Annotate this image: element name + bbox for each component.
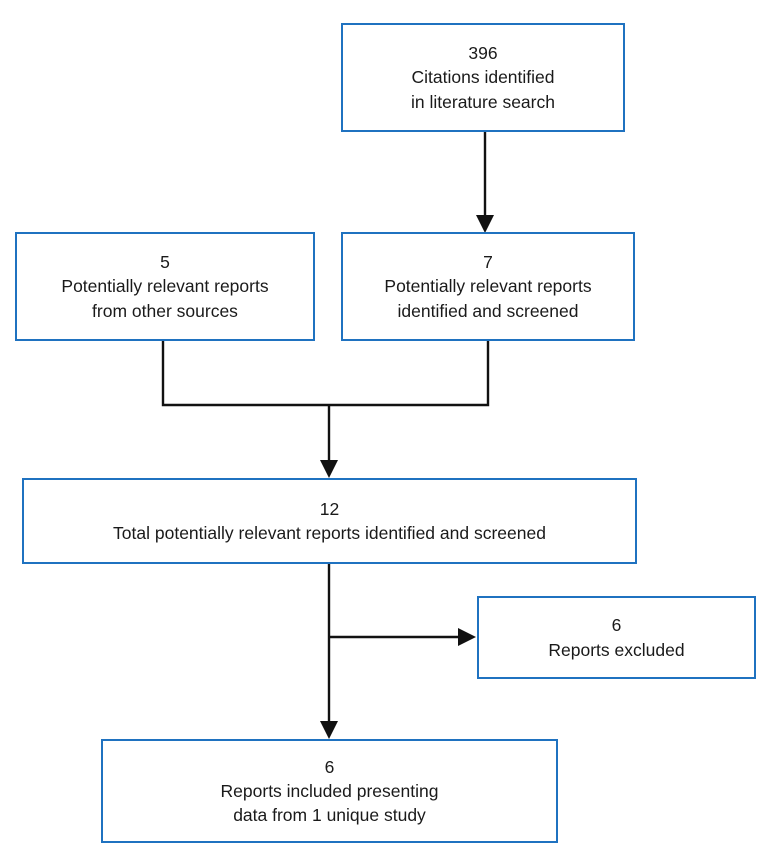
node-text-line: Reports included presenting: [220, 780, 439, 801]
node-text-line: Citations identified: [411, 67, 555, 88]
arrowhead-icon: [458, 628, 476, 646]
node-text-line: Reports excluded: [548, 639, 685, 660]
other-sources-box: 5 Potentially relevant reports from othe…: [15, 232, 315, 341]
identified-and-screened-box: 7 Potentially relevant reports identifie…: [341, 232, 635, 341]
connector-total-to-included: [320, 564, 338, 739]
node-count: 6: [611, 615, 622, 636]
arrowhead-icon: [320, 721, 338, 739]
arrowhead-icon: [476, 215, 494, 233]
citations-identified-box: 396 Citations identified in literature s…: [341, 23, 625, 132]
connector-citations-to-screened: [476, 132, 494, 233]
node-count: 396: [468, 43, 498, 64]
reports-excluded-box: 6 Reports excluded: [477, 596, 756, 679]
reports-included-box: 6 Reports included presenting data from …: [101, 739, 558, 843]
connector-total-to-excluded: [329, 628, 476, 646]
node-text-line: from other sources: [92, 300, 238, 321]
node-text-line: identified and screened: [397, 300, 579, 321]
node-text-line: Potentially relevant reports: [61, 276, 269, 297]
node-text-line: in literature search: [411, 91, 555, 112]
total-relevant-reports-box: 12 Total potentially relevant reports id…: [22, 478, 637, 564]
connector-merge-to-total: [161, 341, 490, 478]
node-text-line: Total potentially relevant reports ident…: [113, 523, 546, 543]
node-text-line: data from 1 unique study: [233, 805, 426, 826]
node-count: 12: [319, 498, 340, 519]
connector-line: [161, 341, 490, 470]
node-count: 6: [324, 756, 335, 777]
node-text-line: Potentially relevant reports: [384, 276, 592, 297]
arrowhead-icon: [320, 460, 338, 478]
node-count: 7: [483, 252, 493, 273]
node-count: 5: [160, 252, 170, 273]
